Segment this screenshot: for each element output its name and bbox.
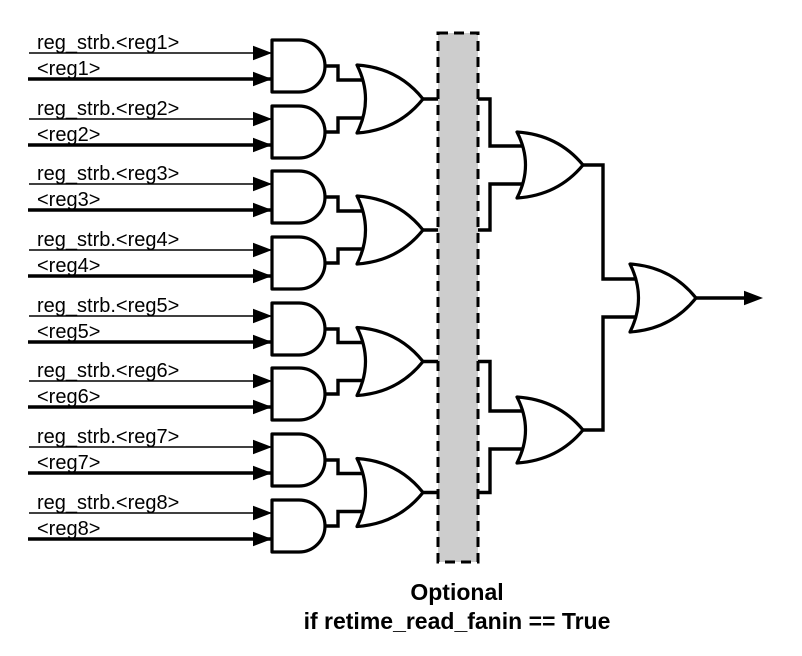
input-label-strobe-1: reg_strb.<reg1> bbox=[37, 32, 179, 54]
or-gate-5 bbox=[515, 130, 585, 200]
and-gate-7 bbox=[270, 432, 327, 488]
input-label-data-3: <reg3> bbox=[37, 189, 100, 211]
or-gate-6 bbox=[515, 395, 585, 465]
labels-layer: reg_strb.<reg1> <reg1> reg_strb.<reg2> <reg… bbox=[37, 32, 179, 540]
input-arrow-icon bbox=[253, 465, 272, 481]
wire-and5-to-or3 bbox=[325, 327, 370, 345]
gates-layer bbox=[270, 38, 698, 554]
wire-or5-to-final bbox=[583, 163, 643, 281]
wire-and3-to-or2 bbox=[325, 195, 370, 213]
input-label-data-2: <reg2> bbox=[37, 124, 100, 146]
input-label-data-1: <reg1> bbox=[37, 58, 100, 80]
input-label-data-4: <reg4> bbox=[37, 255, 100, 277]
input-arrow-icon bbox=[253, 399, 272, 415]
input-arrow-icon bbox=[253, 202, 272, 218]
wire-and7-to-or4 bbox=[325, 458, 370, 476]
and-gate-2 bbox=[270, 104, 327, 160]
input-arrow-icon bbox=[253, 373, 272, 389]
optional-caption-line1: Optional bbox=[410, 579, 503, 605]
input-arrow-icon bbox=[253, 439, 272, 455]
and-gate-6 bbox=[270, 366, 327, 422]
or-gate-4 bbox=[355, 456, 425, 529]
input-arrow-icon bbox=[253, 176, 272, 192]
input-arrow-icon bbox=[253, 531, 272, 547]
input-arrow-icon bbox=[253, 111, 272, 127]
input-label-strobe-6: reg_strb.<reg6> bbox=[37, 360, 179, 382]
or-gate-1 bbox=[355, 63, 425, 135]
and-gate-4 bbox=[270, 235, 327, 291]
input-label-strobe-4: reg_strb.<reg4> bbox=[37, 229, 179, 251]
optional-retiming-region bbox=[436, 31, 480, 564]
input-label-strobe-2: reg_strb.<reg2> bbox=[37, 98, 179, 120]
input-label-data-8: <reg8> bbox=[37, 518, 100, 540]
input-label-data-5: <reg5> bbox=[37, 321, 100, 343]
wire-and6-to-or3 bbox=[325, 378, 370, 396]
input-label-data-7: <reg7> bbox=[37, 452, 100, 474]
and-gate-8 bbox=[270, 498, 327, 554]
input-arrow-icon bbox=[253, 334, 272, 350]
or-gate-3 bbox=[355, 325, 425, 398]
input-arrow-icon bbox=[253, 137, 272, 153]
input-arrow-icon bbox=[253, 71, 272, 87]
input-label-strobe-7: reg_strb.<reg7> bbox=[37, 426, 179, 448]
input-label-strobe-8: reg_strb.<reg8> bbox=[37, 492, 179, 514]
and-gate-1 bbox=[270, 38, 327, 94]
input-arrow-icon bbox=[253, 242, 272, 258]
wire-or6-to-final bbox=[583, 315, 643, 432]
input-label-strobe-5: reg_strb.<reg5> bbox=[37, 295, 179, 317]
wire-and4-to-or2 bbox=[325, 247, 370, 265]
input-arrow-icon bbox=[253, 308, 272, 324]
wires-layer bbox=[28, 45, 763, 547]
input-label-data-6: <reg6> bbox=[37, 386, 100, 408]
or-gate-final bbox=[628, 262, 698, 334]
input-arrow-icon bbox=[253, 268, 272, 284]
optional-caption-line2: if retime_read_fanin == True bbox=[304, 608, 611, 634]
or-gate-2 bbox=[355, 194, 425, 266]
output-arrow-icon bbox=[744, 290, 763, 306]
input-label-strobe-3: reg_strb.<reg3> bbox=[37, 163, 179, 185]
and-gate-5 bbox=[270, 301, 327, 357]
wire-and1-to-or1 bbox=[325, 64, 370, 82]
input-arrow-icon bbox=[253, 505, 272, 521]
wire-and2-to-or1 bbox=[325, 116, 370, 134]
wire-and8-to-or4 bbox=[325, 509, 370, 528]
and-gate-3 bbox=[270, 169, 327, 225]
input-arrow-icon bbox=[253, 45, 272, 61]
